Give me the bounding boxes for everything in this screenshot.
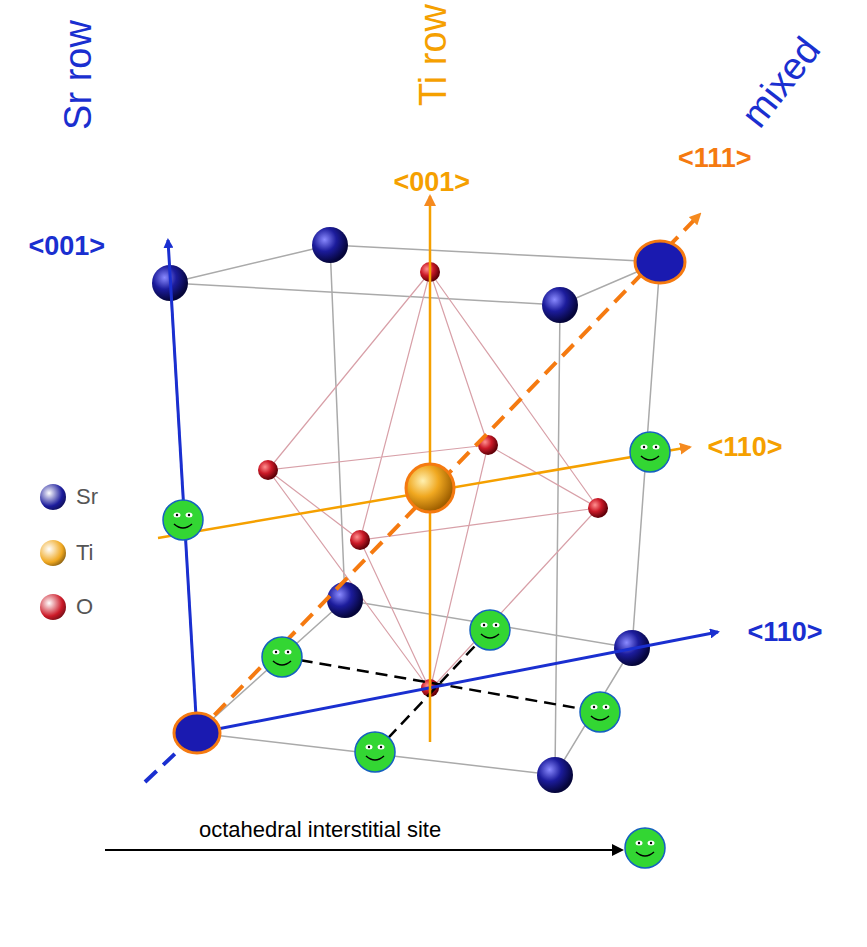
oxygen-atoms-part	[350, 530, 370, 550]
interstitial-site-part	[483, 624, 485, 626]
legend-pointer-part	[105, 849, 622, 851]
interstitial-site-part	[593, 706, 595, 708]
direction-label: <110>	[708, 434, 783, 461]
interstitial-site	[355, 732, 395, 772]
interstitial-site-part	[368, 746, 370, 748]
interstitial-site-part	[641, 456, 659, 460]
interstitial-lines-part	[375, 630, 490, 752]
strontium-atoms-part	[312, 227, 348, 263]
interstitial-site	[580, 692, 620, 732]
interstitial-site-part	[174, 524, 192, 528]
direction-arrows-part	[197, 632, 718, 733]
interstitial-site-part	[380, 746, 382, 748]
interstitial-site-part	[630, 432, 670, 472]
direction-arrows-part	[197, 214, 700, 733]
interstitial-site-part	[648, 841, 655, 846]
oxygen-atoms-part	[588, 498, 608, 518]
interstitial-site-part	[378, 745, 385, 750]
interstitial-site	[163, 500, 203, 540]
direction-label: <001>	[29, 233, 106, 260]
interstitial-site-part	[176, 514, 178, 516]
legend-text: Ti	[76, 540, 94, 566]
interstitial-site-part	[653, 445, 660, 450]
cube-edges-part	[170, 245, 660, 305]
legend-swatch	[40, 594, 66, 620]
legend-entry: Ti	[40, 540, 94, 566]
interstitial-site-part	[641, 445, 648, 450]
interstitial-site-part	[655, 446, 657, 448]
interstitial-site	[262, 637, 302, 677]
interstitial-site-part	[481, 634, 499, 638]
interstitial-site-part	[163, 500, 203, 540]
interstitial-site-part	[366, 745, 373, 750]
interstitial-site-part	[273, 650, 280, 655]
legend-pointer	[105, 850, 622, 851]
titanium-atom-part	[406, 464, 454, 512]
legend-swatch	[40, 540, 66, 566]
interstitial-site-part	[470, 610, 510, 650]
oxygen-atoms	[258, 262, 608, 697]
interstitial-site-part	[186, 513, 193, 518]
interstitial-site-part	[591, 716, 609, 720]
interstitial-site-part	[273, 661, 291, 665]
row-label: Sr row	[59, 20, 97, 130]
strontium-atoms-part	[327, 582, 363, 618]
interstitial-site-part	[275, 651, 277, 653]
highlighted-strontium	[174, 241, 685, 753]
interstitial-site-part	[493, 623, 500, 628]
legend-note: octahedral interstitial site	[199, 819, 441, 841]
interstitial-site-part	[580, 692, 620, 732]
row-label: Ti row	[414, 4, 452, 106]
highlighted-strontium-part	[635, 241, 685, 283]
interstitial-lines	[282, 630, 600, 752]
strontium-atoms-part	[537, 757, 573, 793]
legend-entry: O	[40, 594, 93, 620]
oxygen-atoms-part	[258, 460, 278, 480]
octahedron-bonds	[268, 272, 598, 690]
interstitial-site	[470, 610, 510, 650]
interstitial-site-part	[287, 651, 289, 653]
interstitial-site-part	[636, 841, 643, 846]
highlighted-strontium-part	[174, 713, 220, 753]
interstitial-site-part	[366, 756, 384, 760]
strontium-atoms-part	[542, 287, 578, 323]
legend-text: O	[76, 594, 93, 620]
interstitial-site-part	[188, 514, 190, 516]
legend-swatch	[40, 484, 66, 510]
legend-entry: Sr	[40, 484, 98, 510]
interstitial-site-part	[495, 624, 497, 626]
direction-label: <111>	[678, 145, 752, 172]
row-label: mixed	[734, 30, 826, 133]
interstitial-site-part	[643, 446, 645, 448]
interstitial-site-part	[285, 650, 292, 655]
direction-label: <110>	[748, 619, 823, 646]
interstitial-site-part	[638, 842, 640, 844]
interstitial-site-part	[174, 513, 181, 518]
interstitial-sites	[163, 432, 670, 868]
interstitial-site-part	[262, 637, 302, 677]
interstitial-site	[630, 432, 670, 472]
interstitial-site-part	[481, 623, 488, 628]
cube-edges-part	[197, 600, 632, 775]
interstitial-site-part	[605, 706, 607, 708]
direction-arrows	[145, 196, 718, 782]
interstitial-site-part	[625, 828, 665, 868]
titanium-atom	[406, 464, 454, 512]
strontium-atoms	[152, 227, 650, 793]
direction-arrows-part	[158, 447, 690, 538]
direction-arrows-part	[168, 240, 197, 733]
interstitial-site-part	[603, 705, 610, 710]
interstitial-site-part	[591, 705, 598, 710]
interstitial-site	[625, 828, 665, 868]
direction-label: <001>	[394, 169, 471, 196]
octahedron-bonds-part	[268, 272, 598, 690]
interstitial-site-part	[650, 842, 652, 844]
legend-text: Sr	[76, 484, 98, 510]
interstitial-site-part	[636, 852, 654, 856]
interstitial-site-part	[355, 732, 395, 772]
